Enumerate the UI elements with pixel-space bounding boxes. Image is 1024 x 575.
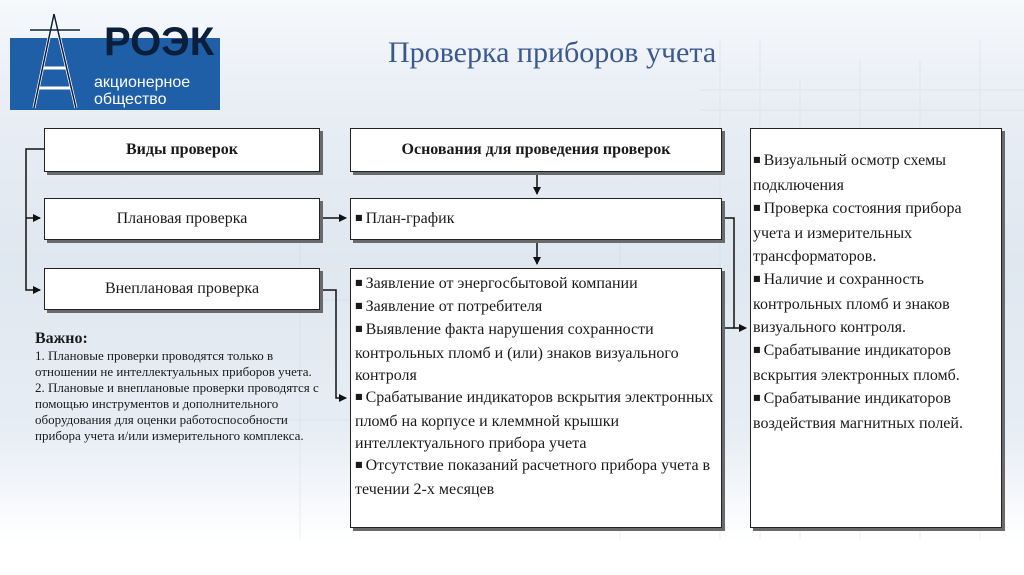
bullet-icon: ■ — [355, 301, 363, 310]
bullet-icon: ■ — [355, 460, 363, 469]
power-pylon-icon — [30, 13, 80, 109]
bullet-icon: ■ — [753, 274, 761, 283]
unplanned-grounds-box: ■Заявление от энергосбытовой компании ■З… — [350, 268, 722, 528]
list-item: ■Срабатывание индикаторов воздействия ма… — [753, 390, 963, 432]
logo-subtitle: акционерное общество — [94, 74, 190, 108]
logo-subtitle-line2: общество — [94, 91, 167, 108]
types-heading: Виды проверок — [44, 128, 320, 172]
list-item: ■Проверка состояния прибора учета и изме… — [753, 200, 962, 265]
checks-box: ■Визуальный осмотр схемы подключения ■Пр… — [750, 128, 1002, 528]
bullet-icon: ■ — [753, 203, 761, 212]
checks-list: ■Визуальный осмотр схемы подключения ■Пр… — [753, 149, 999, 435]
bullet-icon: ■ — [355, 213, 363, 222]
unplanned-grounds-list: ■Заявление от энергосбытовой компании ■З… — [355, 273, 717, 501]
list-item: ■Срабатывание индикаторов вскрытия элект… — [753, 342, 960, 384]
page-title: Проверка приборов учета — [388, 36, 717, 69]
logo-subtitle-line1: акционерное — [94, 74, 191, 91]
list-item: ■Выявление факта нарушения сохранности к… — [355, 321, 679, 384]
list-item: ■Наличие и сохранность контрольных пломб… — [753, 271, 950, 336]
note-item-2: 2. Плановые и внеплановые проверки прово… — [35, 380, 319, 443]
important-note: Важно: 1. Плановые проверки проводятся т… — [35, 330, 335, 444]
list-item: ■Отсутствие показаний расчетного прибора… — [355, 457, 711, 498]
note-heading: Важно: — [35, 330, 88, 347]
bullet-icon: ■ — [753, 345, 761, 354]
list-item: ■Визуальный осмотр схемы подключения — [753, 152, 947, 194]
bullet-icon: ■ — [355, 392, 363, 401]
list-item: ■Срабатывание индикаторов вскрытия элект… — [355, 389, 714, 452]
list-item: ■Заявление от потребителя — [355, 298, 543, 315]
bullet-icon: ■ — [355, 278, 363, 287]
unplanned-check-box: Внеплановая проверка — [44, 268, 320, 310]
list-item: ■План-график — [355, 210, 455, 227]
company-logo: РОЭК акционерное общество — [10, 8, 220, 110]
list-item: ■Заявление от энергосбытовой компании — [355, 275, 638, 292]
logo-name: РОЭК — [104, 20, 215, 64]
bullet-icon: ■ — [753, 393, 761, 402]
bullet-icon: ■ — [355, 324, 363, 333]
planned-grounds-box: ■План-график — [350, 198, 722, 240]
grounds-heading: Основания для проведения проверок — [350, 128, 722, 172]
planned-check-box: Плановая проверка — [44, 198, 320, 240]
planned-grounds-list: ■План-график — [355, 209, 721, 230]
note-item-1: 1. Плановые проверки проводятся только в… — [35, 348, 312, 379]
bullet-icon: ■ — [753, 155, 761, 164]
